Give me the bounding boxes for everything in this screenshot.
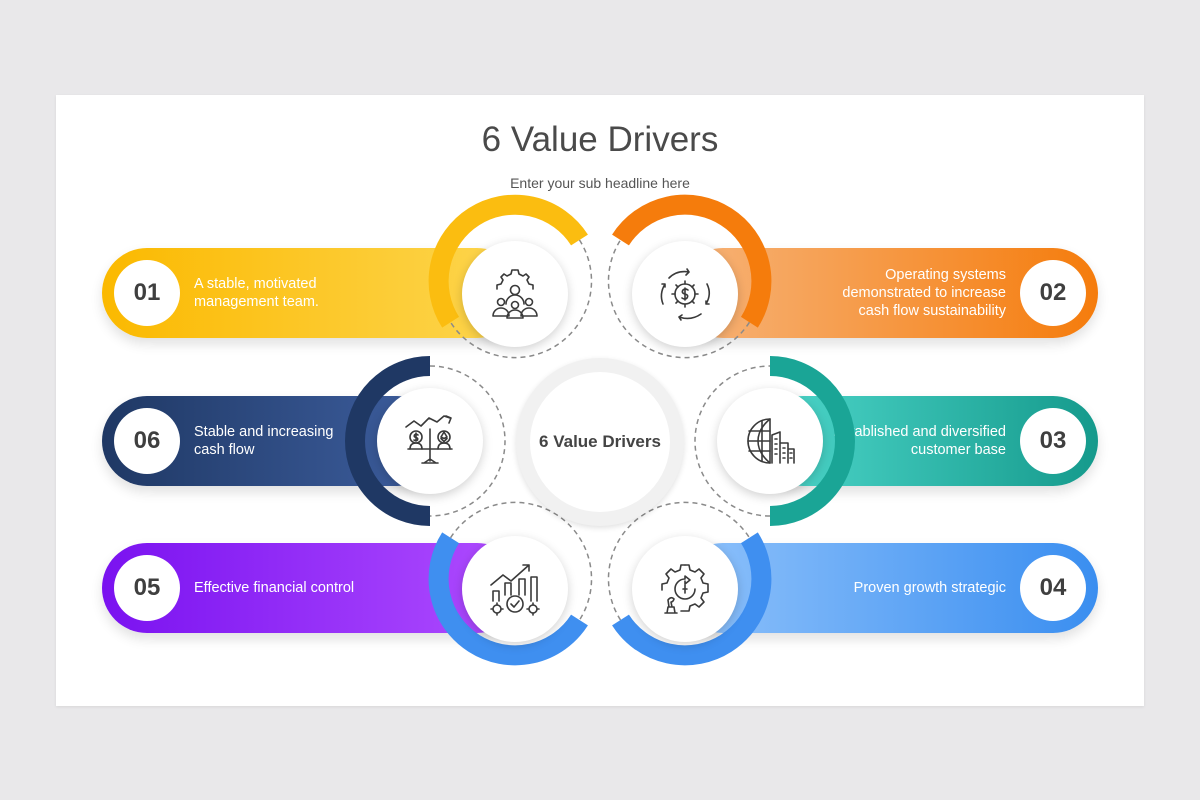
driver-bar-02: 02 Operating systems demonstrated to inc… bbox=[678, 248, 1098, 338]
icon-circle-05 bbox=[462, 536, 568, 642]
driver-bar-04: 04 Proven growth strategic bbox=[678, 543, 1098, 633]
driver-bar-01: 01 A stable, motivated management team. bbox=[102, 248, 522, 338]
page-subtitle: Enter your sub headline here bbox=[510, 175, 690, 191]
icon-circle-01 bbox=[462, 241, 568, 347]
icon-circle-03 bbox=[717, 388, 823, 494]
center-label: 6 Value Drivers bbox=[530, 372, 670, 512]
dollar-cycle-gear-icon bbox=[660, 268, 711, 321]
driver-bar-05: 05 Effective financial control bbox=[102, 543, 522, 633]
growth-chart-gears-icon bbox=[490, 564, 540, 616]
driver-text-01: A stable, motivated management team. bbox=[194, 276, 319, 310]
driver-text-04: Proven growth strategic bbox=[853, 580, 1006, 596]
driver-number-02: 02 bbox=[1020, 260, 1086, 326]
icon-circle-02 bbox=[632, 241, 738, 347]
driver-number-04: 04 bbox=[1020, 555, 1086, 621]
driver-text-05: Effective financial control bbox=[194, 580, 355, 596]
gear-strategy-chess-icon bbox=[661, 564, 709, 614]
driver-number-01: 01 bbox=[114, 260, 180, 326]
globe-buildings-icon bbox=[747, 418, 795, 464]
driver-number-05: 05 bbox=[114, 555, 180, 621]
team-gear-icon bbox=[492, 269, 538, 319]
icon-circle-04 bbox=[632, 536, 738, 642]
driver-number-06: 06 bbox=[114, 408, 180, 474]
driver-text-02: Operating systems demonstrated to increa… bbox=[842, 267, 1006, 319]
center-hub: 6 Value Drivers bbox=[516, 358, 684, 526]
driver-text-03: Established and diversified customer bas… bbox=[833, 424, 1007, 458]
balance-scale-currency-icon bbox=[405, 415, 453, 464]
driver-number-03: 03 bbox=[1020, 408, 1086, 474]
page-title: 6 Value Drivers bbox=[481, 120, 719, 159]
driver-text-06: Stable and increasing cash flow bbox=[194, 424, 334, 458]
icon-circle-06 bbox=[377, 388, 483, 494]
